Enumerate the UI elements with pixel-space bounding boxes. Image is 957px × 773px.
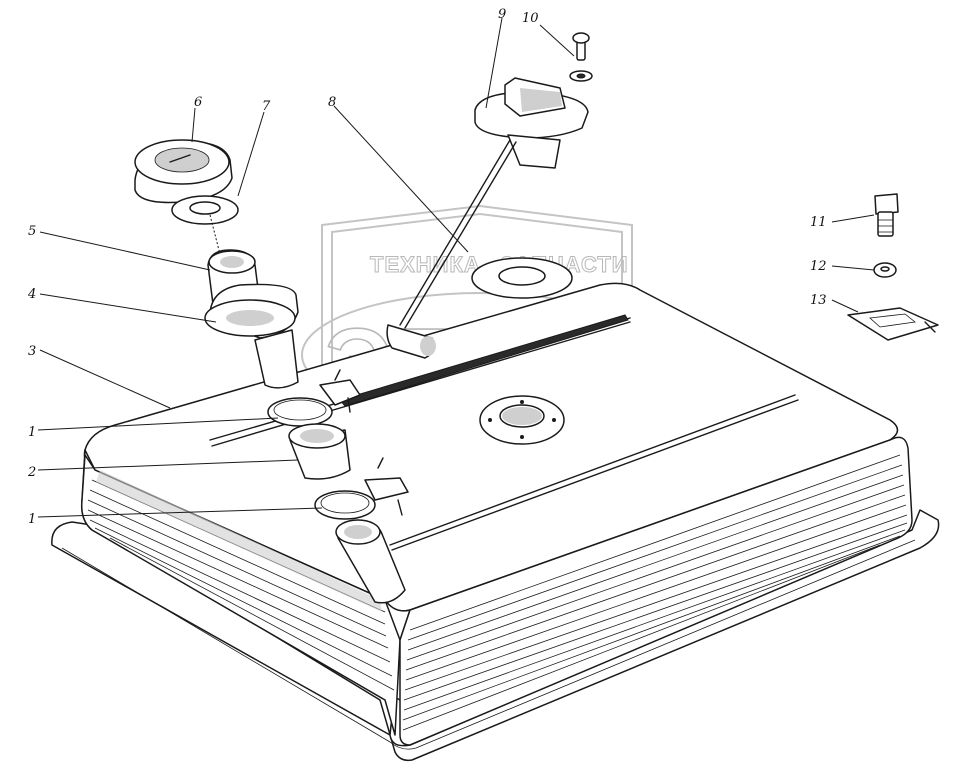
lock-washer bbox=[873, 262, 897, 278]
callout-1-lower: 1 bbox=[28, 512, 36, 527]
tank-filler-neck bbox=[335, 519, 406, 604]
callout-8: 8 bbox=[328, 95, 336, 110]
sender-screw bbox=[569, 32, 593, 82]
callout-numbers: 1 1 2 3 4 5 6 7 8 9 10 11 12 13 bbox=[27, 7, 827, 527]
fuel-level-sender bbox=[386, 77, 589, 359]
mounting-bolt bbox=[874, 193, 899, 237]
callout-4: 4 bbox=[27, 287, 36, 302]
callout-7: 7 bbox=[262, 99, 271, 114]
callout-3: 3 bbox=[28, 344, 36, 359]
callout-5: 5 bbox=[28, 224, 36, 239]
watermark-left-text: ТЕХНИКА bbox=[370, 252, 481, 277]
fuel-tank-body bbox=[51, 282, 940, 762]
leader-lines bbox=[37, 17, 875, 518]
filler-pipe bbox=[204, 283, 299, 389]
hose-clamp-lower bbox=[314, 457, 409, 520]
callout-9: 9 bbox=[498, 7, 506, 22]
callout-11: 11 bbox=[810, 215, 827, 230]
tank-side-ribbing bbox=[402, 454, 908, 731]
hose-clamp-upper bbox=[267, 369, 361, 427]
connecting-hose bbox=[288, 423, 351, 480]
callout-1-upper: 1 bbox=[28, 425, 36, 440]
callout-12: 12 bbox=[810, 259, 827, 274]
callout-6: 6 bbox=[194, 95, 202, 110]
strap-plate bbox=[847, 307, 939, 341]
tank-sender-flange bbox=[479, 395, 565, 445]
filler-cap bbox=[134, 139, 233, 204]
callout-13: 13 bbox=[810, 293, 827, 308]
sender-gasket bbox=[471, 257, 573, 299]
callout-2: 2 bbox=[27, 465, 36, 480]
callout-10: 10 bbox=[522, 11, 539, 26]
cap-gasket bbox=[171, 195, 239, 263]
